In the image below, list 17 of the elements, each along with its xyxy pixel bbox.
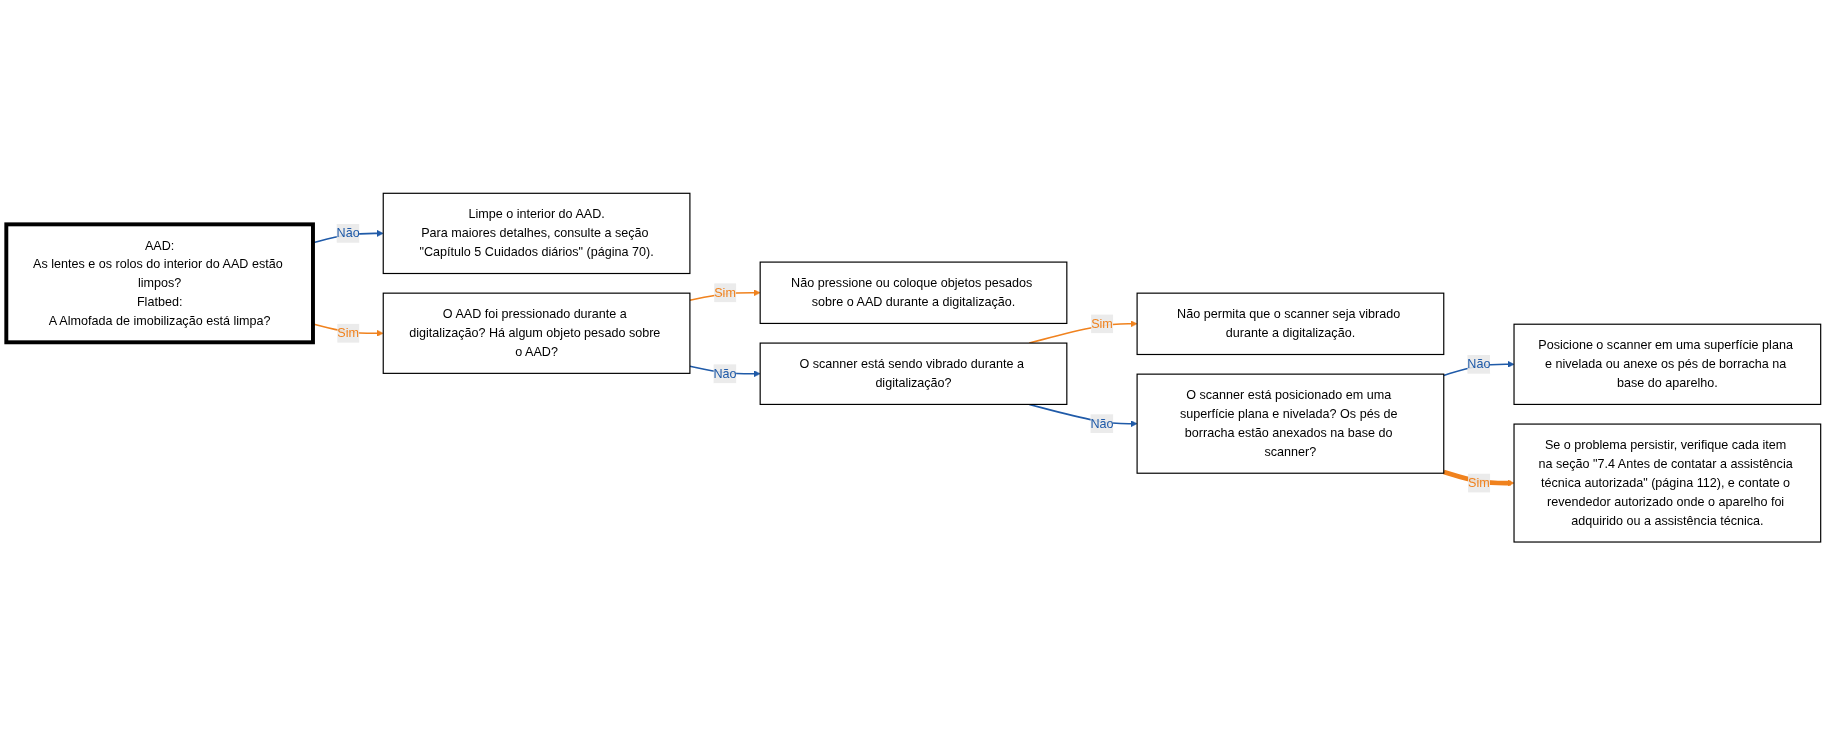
node-box: O scanner está posicionado em uma superfície plana e nivelada? Os pés de borracha estão anexados na base do scanner?: [1136, 373, 1445, 475]
node-box: Limpe o interior do AAD. Para maiores detalhes, consulte a seção "Capítulo 5 Cuidados diários" (página 70).: [382, 193, 691, 275]
node-box: O scanner está sendo vibrado durante a digitalização?: [759, 342, 1068, 406]
node-box: Não pressione ou coloque objetos pesados sobre o AAD durante a digitalização.: [759, 261, 1068, 325]
node-box: O AAD foi pressionado durante a digitalização? Há algum objeto pesado sobre o AAD?: [382, 292, 691, 375]
node-box: Não permita que o scanner seja vibrado durante a digitalização.: [1136, 292, 1445, 356]
edge-label: Não: [1467, 357, 1491, 371]
edge-label: Sim: [1468, 476, 1490, 490]
edge-label: Sim: [1091, 317, 1113, 331]
edge-label: Sim: [337, 326, 359, 340]
edge-label: Não: [1090, 416, 1114, 431]
edge-label: Sim: [714, 286, 736, 300]
node-box: Se o problema persistir, verifique cada item na seção "7.4 Antes de contatar a assistência técnica autorizada" (página 112), e contate o revendedor autorizado onde o aparelho foi adquirido ou a assistência técnica.: [1513, 423, 1822, 543]
edge-label: Não: [336, 226, 360, 241]
node-box: Posicione o scanner em uma superfície plana e nivelada ou anexe os pés de borracha na base do aparelho.: [1513, 323, 1822, 406]
edge-label: Não: [713, 367, 737, 381]
node-box: AAD: As lentes e os rolos do interior do AAD estão limpos? Flatbed: A Almofada de imobilização está limpa?: [4, 222, 315, 345]
